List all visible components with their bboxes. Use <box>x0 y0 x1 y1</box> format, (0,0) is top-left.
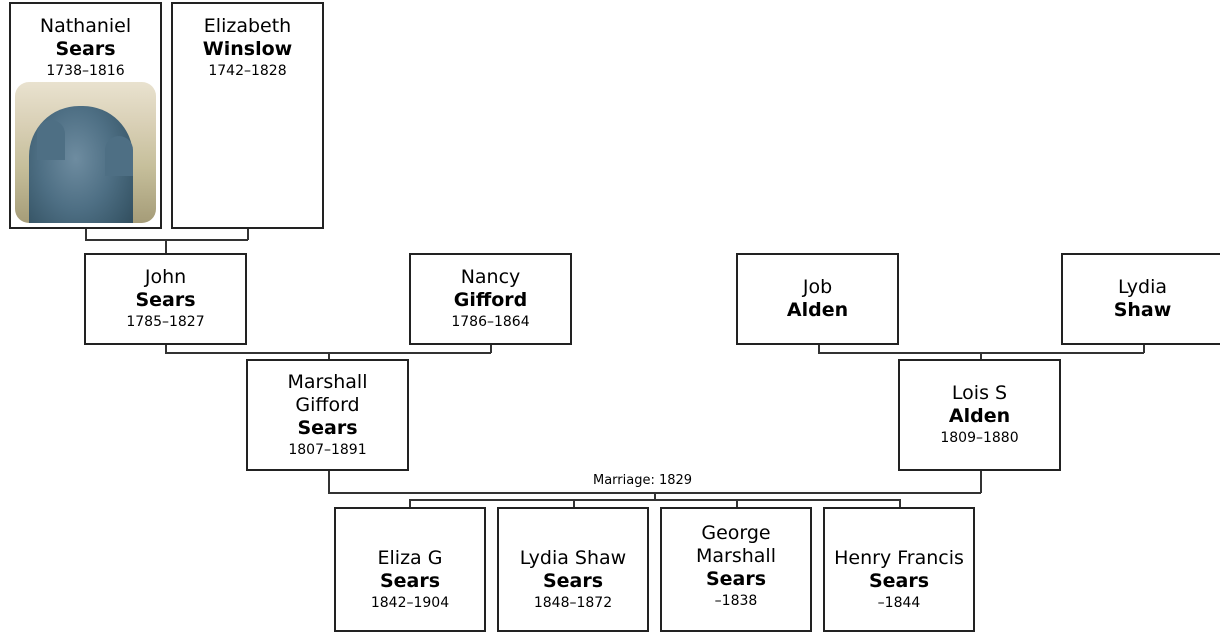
surname: Gifford <box>453 289 528 311</box>
surname: Sears <box>705 568 767 590</box>
connector <box>328 470 330 493</box>
surname: Sears <box>135 289 196 311</box>
life-dates: 1807–1891 <box>288 441 367 458</box>
connector <box>247 228 249 240</box>
gravestone-photo <box>15 82 156 223</box>
person-card-john-sears[interactable]: John Sears 1785–1827 <box>84 253 247 345</box>
person-card-lydia-shaw-sears[interactable]: Lydia Shaw Sears 1848–1872 <box>497 507 649 632</box>
connector <box>85 239 248 241</box>
person-card-job-alden[interactable]: Job Alden <box>736 253 899 345</box>
life-dates: –1838 <box>714 593 758 609</box>
person-card-george-marshall-sears[interactable]: George Marshall Sears –1838 <box>660 507 812 632</box>
gravestone <box>29 106 133 223</box>
given-name: Henry Francis <box>834 547 964 569</box>
gravestone-shoulder <box>37 120 65 160</box>
connector <box>980 352 982 360</box>
surname: Shaw <box>1113 299 1172 321</box>
person-card-lois-alden[interactable]: Lois S Alden 1809–1880 <box>898 359 1061 471</box>
given-name: Lydia <box>1117 276 1168 298</box>
connector <box>818 344 820 353</box>
surname: Sears <box>55 38 116 60</box>
given-name: Nathaniel <box>39 15 132 37</box>
life-dates: 1785–1827 <box>126 314 205 330</box>
connector <box>980 470 982 493</box>
surname: Sears <box>542 570 604 592</box>
surname: Alden <box>948 405 1011 427</box>
life-dates: 1786–1864 <box>451 314 530 330</box>
surname: Sears <box>868 570 930 592</box>
connector <box>165 344 167 353</box>
life-dates: 1809–1880 <box>940 430 1019 446</box>
life-dates: –1844 <box>877 595 921 611</box>
given-name: Gifford <box>295 393 360 416</box>
given-name: Marshall <box>287 370 368 393</box>
connector <box>165 239 167 254</box>
surname: Winslow <box>202 38 293 60</box>
person-card-marshall-gifford-sears[interactable]: Marshall Gifford Sears 1807–1891 <box>246 359 409 471</box>
given-name: Job <box>802 276 833 298</box>
given-name: Elizabeth <box>203 15 292 37</box>
surname: Sears <box>297 416 358 439</box>
person-card-nathaniel-sears[interactable]: Nathaniel Sears 1738–1816 <box>9 2 162 229</box>
connector <box>409 499 411 508</box>
life-dates: 1742–1828 <box>208 63 287 79</box>
connector <box>899 499 901 508</box>
person-card-henry-francis-sears[interactable]: Henry Francis Sears –1844 <box>823 507 975 632</box>
connector <box>409 499 900 501</box>
connector <box>328 352 330 360</box>
person-card-nancy-gifford[interactable]: Nancy Gifford 1786–1864 <box>409 253 572 345</box>
given-name: Lois S <box>951 382 1008 404</box>
life-dates: 1738–1816 <box>46 63 125 79</box>
given-name: Nancy <box>460 266 521 288</box>
person-card-lydia-shaw[interactable]: Lydia Shaw <box>1061 253 1220 345</box>
surname: Sears <box>379 570 441 592</box>
surname: Alden <box>786 299 849 321</box>
connector <box>573 499 575 508</box>
life-dates: 1842–1904 <box>370 595 450 611</box>
connector <box>85 228 87 240</box>
marriage-label: Marriage: 1829 <box>591 473 695 488</box>
given-name: Lydia Shaw <box>519 547 627 569</box>
connector <box>654 492 656 500</box>
given-name: John <box>144 266 187 288</box>
given-name: George <box>701 522 771 544</box>
connector <box>490 344 492 353</box>
given-name: Marshall <box>696 545 776 567</box>
life-dates: 1848–1872 <box>533 595 613 611</box>
given-name: Eliza G <box>377 547 443 569</box>
person-card-eliza-sears[interactable]: Eliza G Sears 1842–1904 <box>334 507 486 632</box>
connector <box>1143 344 1145 353</box>
person-card-elizabeth-winslow[interactable]: Elizabeth Winslow 1742–1828 <box>171 2 324 229</box>
connector <box>736 499 738 508</box>
gravestone-shoulder <box>105 136 133 176</box>
